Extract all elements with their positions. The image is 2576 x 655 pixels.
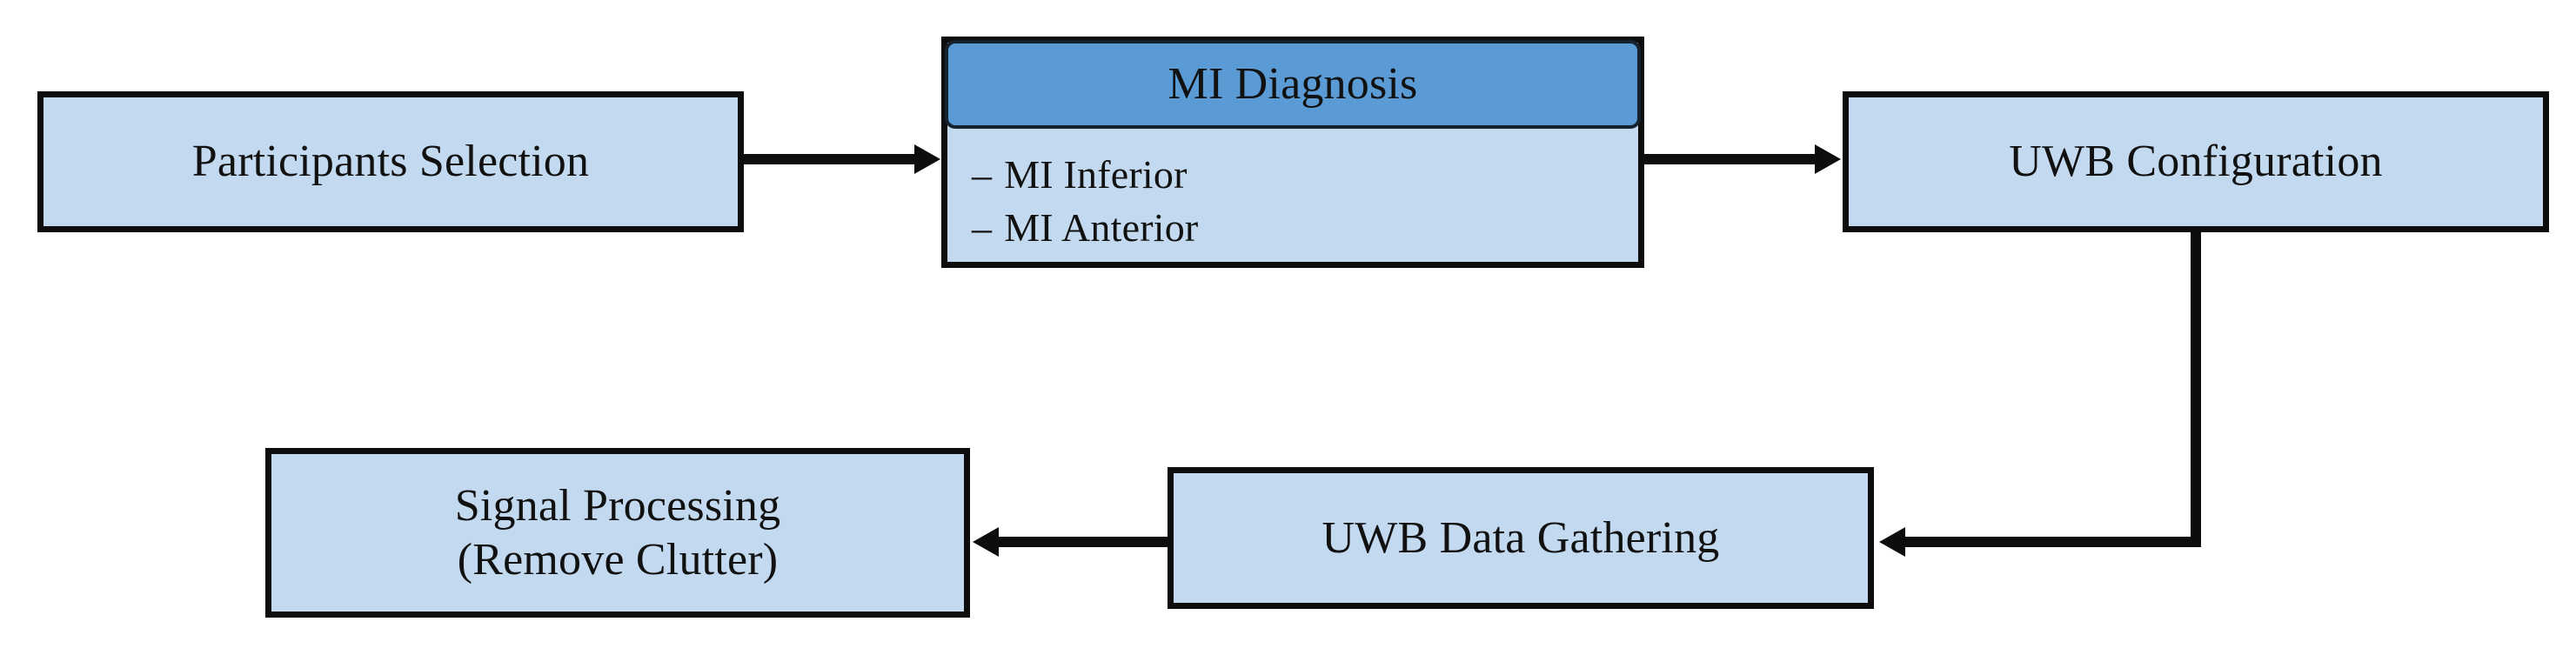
node-participants-selection-label: Participants Selection bbox=[191, 137, 590, 187]
edge-configuration-to-gathering-vertical bbox=[2191, 232, 2201, 547]
node-signal-processing-line1: Signal Processing bbox=[454, 481, 781, 531]
dash-bullet-icon: – bbox=[972, 205, 993, 250]
node-signal-processing-label: Signal Processing (Remove Clutter) bbox=[271, 479, 964, 586]
node-mi-diagnosis-item-mi-inferior-label: MI Inferior bbox=[1004, 152, 1188, 197]
edge-participants-to-diagnosis-line bbox=[744, 154, 920, 164]
node-mi-diagnosis-body: –MI Inferior –MI Anterior bbox=[947, 131, 1638, 262]
node-participants-selection[interactable]: Participants Selection bbox=[37, 91, 744, 232]
node-mi-diagnosis[interactable]: MI Diagnosis –MI Inferior –MI Anterior bbox=[941, 37, 1644, 268]
node-mi-diagnosis-item-mi-anterior-label: MI Anterior bbox=[1004, 205, 1199, 250]
node-uwb-configuration-label: UWB Configuration bbox=[2009, 137, 2383, 187]
node-signal-processing[interactable]: Signal Processing (Remove Clutter) bbox=[265, 448, 970, 618]
edge-gathering-to-processing-line bbox=[999, 537, 1168, 547]
node-mi-diagnosis-header-label: MI Diagnosis bbox=[1168, 59, 1418, 110]
edge-gathering-to-processing-arrowhead-icon bbox=[973, 527, 999, 557]
node-signal-processing-line2: (Remove Clutter) bbox=[457, 534, 779, 585]
node-mi-diagnosis-item-mi-anterior[interactable]: –MI Anterior bbox=[972, 203, 1638, 254]
edge-configuration-to-gathering-horizontal bbox=[1905, 537, 2201, 547]
edge-configuration-to-gathering-arrowhead-icon bbox=[1879, 527, 1905, 557]
node-mi-diagnosis-header: MI Diagnosis bbox=[945, 40, 1641, 129]
node-uwb-configuration[interactable]: UWB Configuration bbox=[1843, 91, 2549, 232]
node-uwb-data-gathering-label: UWB Data Gathering bbox=[1321, 512, 1720, 563]
edge-diagnosis-to-configuration-line bbox=[1644, 154, 1820, 164]
edge-diagnosis-to-configuration-arrowhead-icon bbox=[1815, 144, 1841, 174]
edge-participants-to-diagnosis-arrowhead-icon bbox=[914, 144, 940, 174]
node-uwb-data-gathering[interactable]: UWB Data Gathering bbox=[1168, 467, 1874, 609]
dash-bullet-icon: – bbox=[972, 152, 993, 197]
node-mi-diagnosis-item-mi-inferior[interactable]: –MI Inferior bbox=[972, 150, 1638, 201]
